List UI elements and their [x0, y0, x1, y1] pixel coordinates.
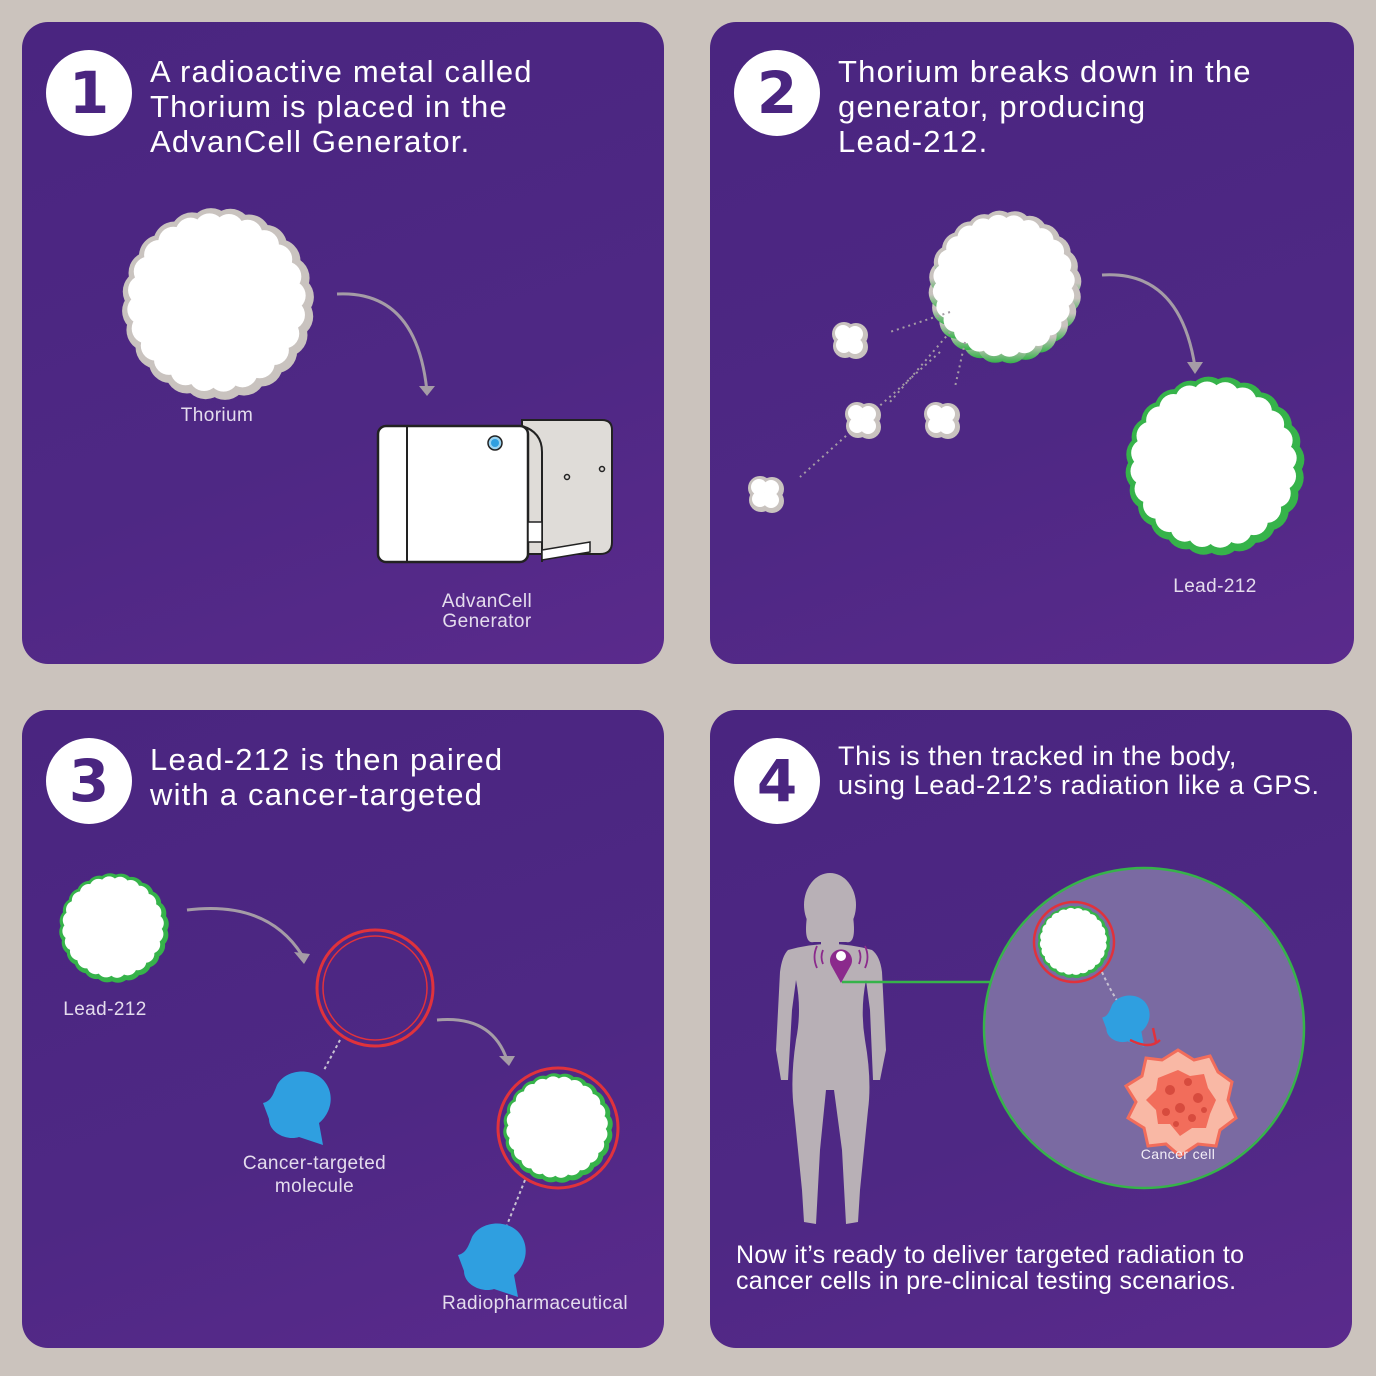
zoom-circle [982, 866, 1306, 1190]
arrow-icon [1101, 273, 1197, 368]
step-3-panel: 3 Lead-212 is then paired with a cancer-… [22, 710, 664, 1348]
step-number: 3 [46, 738, 132, 824]
alpha-particles [748, 322, 960, 513]
location-pin-icon [813, 945, 869, 983]
step-4-footer: Now it’s ready to deliver targeted radia… [736, 1241, 1245, 1295]
step-number: 4 [734, 738, 820, 824]
step-3-illustration [59, 873, 620, 1297]
molecule-label: Cancer-targeted molecule [242, 1153, 387, 1197]
decay-arrows [799, 311, 966, 478]
arrow-icon [336, 292, 429, 393]
step-4-panel: 4 This is then tracked in the body, usin… [710, 710, 1352, 1348]
arrow-icon [436, 1018, 509, 1061]
cancer-cell-label: Cancer cell [1140, 1146, 1216, 1162]
generator-device-icon [376, 419, 613, 564]
step-title: Thorium breaks down in the generator, pr… [838, 54, 1252, 159]
chelator-ring-icon [315, 928, 435, 1048]
radiopharmaceutical-label: Radiopharmaceutical [441, 1293, 629, 1314]
lead-212-label: Lead-212 [63, 999, 147, 1020]
step-number: 1 [46, 50, 132, 136]
targeting-molecule-icon [458, 1223, 526, 1297]
step-title: This is then tracked in the body, using … [838, 741, 1320, 800]
step-number: 2 [734, 50, 820, 136]
lead-212-nucleus-icon [59, 873, 169, 983]
targeting-molecule-icon [263, 1071, 331, 1145]
thorium-nucleus-icon [928, 210, 1082, 364]
radiopharmaceutical-icon [496, 1066, 620, 1190]
thorium-label: Thorium [180, 405, 254, 426]
step-title: A radioactive metal called Thorium is pl… [150, 54, 533, 159]
step-title: Lead-212 is then paired with a cancer-ta… [150, 742, 504, 812]
human-figure-icon [776, 873, 886, 1224]
cancer-cell-icon [1123, 1048, 1238, 1158]
lead-212-nucleus-icon [1125, 376, 1305, 556]
step-4-illustration [776, 866, 1306, 1224]
thorium-nucleus-icon [122, 208, 314, 400]
lead-212-label: Lead-212 [1173, 576, 1257, 597]
generator-label: AdvanCell Generator [441, 591, 533, 632]
step-2-illustration [748, 210, 1305, 556]
step-2-panel: 2 Thorium breaks down in the generator, … [710, 22, 1354, 664]
arrow-icon [186, 906, 304, 956]
step-1-panel: 1 A radioactive metal called Thorium is … [22, 22, 664, 664]
targeting-molecule-icon [1102, 995, 1150, 1047]
step-1-illustration [122, 208, 613, 564]
